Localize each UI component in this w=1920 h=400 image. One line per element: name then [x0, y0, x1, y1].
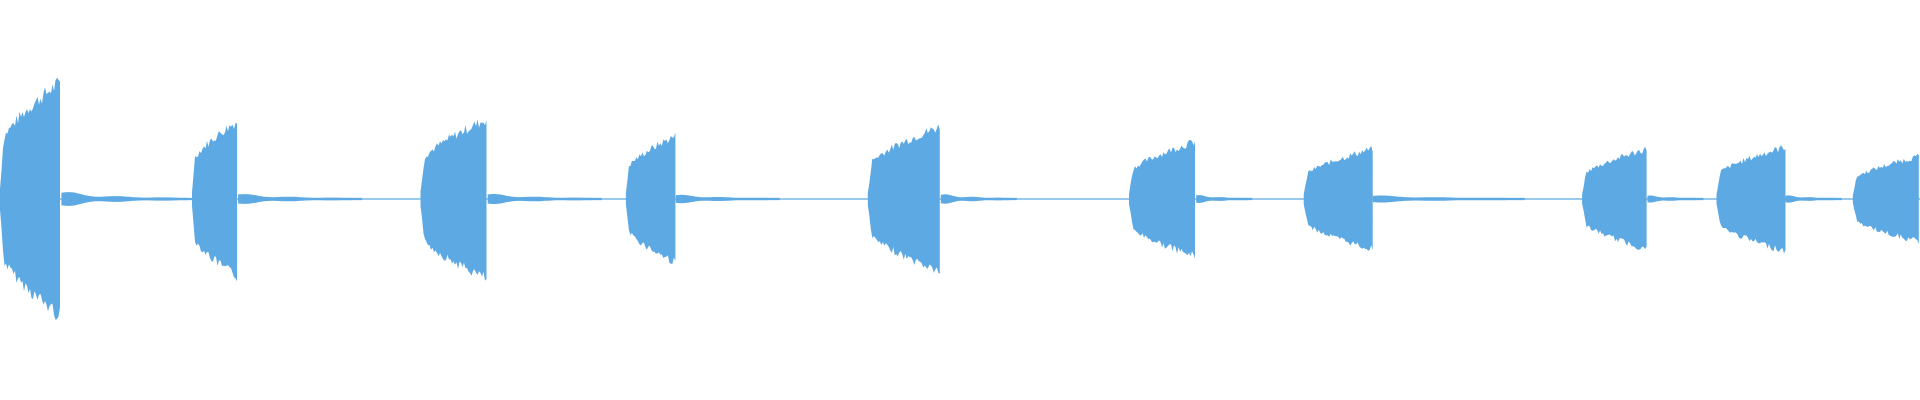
- waveform-tail-4: [675, 194, 780, 204]
- waveform-burst-2: [192, 123, 237, 282]
- waveform-bursts: [0, 77, 1919, 320]
- waveform-burst-1: [0, 77, 60, 320]
- waveform-burst-8: [1582, 146, 1647, 250]
- waveform-burst-4: [625, 132, 676, 264]
- waveform-tail-9: [1785, 195, 1842, 203]
- waveform-burst-7: [1303, 145, 1373, 251]
- waveform-tail-8: [1647, 195, 1704, 203]
- waveform-burst-10: [1852, 153, 1919, 245]
- waveform-burst-3: [420, 119, 487, 281]
- waveform-burst-6: [1129, 140, 1195, 259]
- waveform-tail-1: [61, 192, 196, 206]
- waveform-burst-5: [867, 124, 940, 274]
- waveform-tail-2: [238, 194, 363, 204]
- waveform-burst-9: [1716, 145, 1786, 254]
- waveform-tail-7: [1372, 195, 1525, 203]
- waveform-tail-3: [487, 194, 602, 204]
- waveform-tail-5: [940, 194, 1017, 204]
- waveform-tail-6: [1196, 195, 1253, 203]
